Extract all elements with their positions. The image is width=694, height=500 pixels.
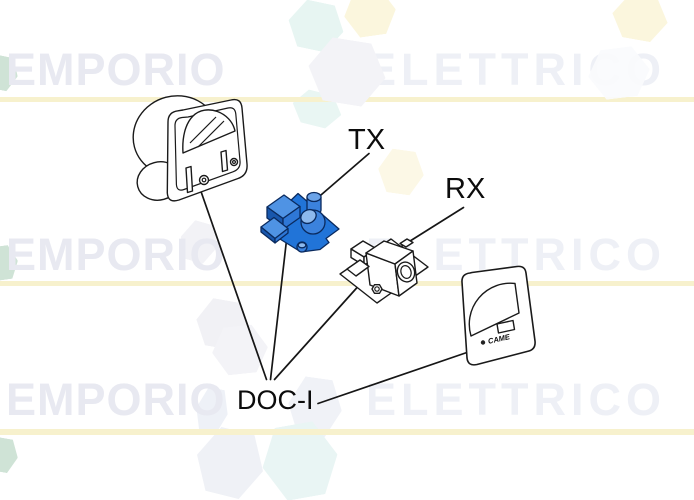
leader-line-cover bbox=[317, 347, 481, 405]
tx-dome-lens bbox=[300, 208, 317, 225]
housing-screw-hole-center bbox=[201, 177, 207, 183]
tx-terminal-right bbox=[274, 227, 289, 244]
photocell-housing bbox=[132, 95, 248, 202]
watermark-underline bbox=[0, 281, 694, 286]
housing-arch-window bbox=[182, 109, 236, 154]
tx-board bbox=[260, 191, 340, 253]
rx-board bbox=[339, 238, 429, 304]
watermark-text-row: EMPORIO ELETTRICO bbox=[0, 376, 694, 426]
leader-lines bbox=[196, 152, 481, 405]
doc-label: DOC-I bbox=[237, 385, 314, 415]
rx-pad bbox=[346, 259, 370, 277]
watermark-underline bbox=[0, 429, 694, 435]
cover-label-window bbox=[496, 319, 516, 334]
housing-screw-hole bbox=[229, 157, 239, 167]
leader-line-rx-label bbox=[390, 206, 465, 254]
tx-label: TX bbox=[348, 124, 385, 156]
leader-line-housing bbox=[196, 179, 268, 381]
cover-screw-dot bbox=[480, 340, 486, 345]
tx-terminal-block bbox=[260, 216, 289, 244]
tx-trimmer-top bbox=[297, 241, 307, 249]
leader-line-tx-board bbox=[269, 235, 288, 381]
housing-slot-right bbox=[220, 149, 229, 173]
rx-label: RX bbox=[445, 173, 485, 205]
watermark-word-left: EMPORIO bbox=[6, 374, 226, 425]
housing-screw-hole-center bbox=[232, 160, 237, 165]
rx-hex-nut bbox=[371, 284, 383, 294]
rx-receiver-housing bbox=[365, 238, 418, 297]
housing-slot-left bbox=[185, 165, 194, 194]
leader-line-tx-label bbox=[313, 152, 370, 202]
tx-capacitor-top bbox=[306, 191, 322, 203]
watermark-word-left: EMPORIO bbox=[6, 44, 226, 95]
housing-arch-hatch bbox=[189, 116, 225, 148]
rx-nut-hole bbox=[374, 286, 380, 292]
cover-plate: CAME bbox=[461, 265, 536, 366]
watermark-word-right: ELETTRICO bbox=[366, 374, 666, 425]
housing-screw-hole bbox=[198, 174, 210, 186]
tx-trimmer bbox=[296, 241, 308, 253]
rx-nut bbox=[371, 284, 383, 294]
leader-line-rx-board bbox=[273, 271, 372, 381]
watermark-word-left: EMPORIO bbox=[6, 229, 226, 280]
cover-arch-window bbox=[468, 282, 520, 337]
tx-led-dome bbox=[300, 208, 326, 235]
rx-housing-tab bbox=[399, 238, 414, 248]
rx-lens-inner bbox=[400, 265, 412, 279]
